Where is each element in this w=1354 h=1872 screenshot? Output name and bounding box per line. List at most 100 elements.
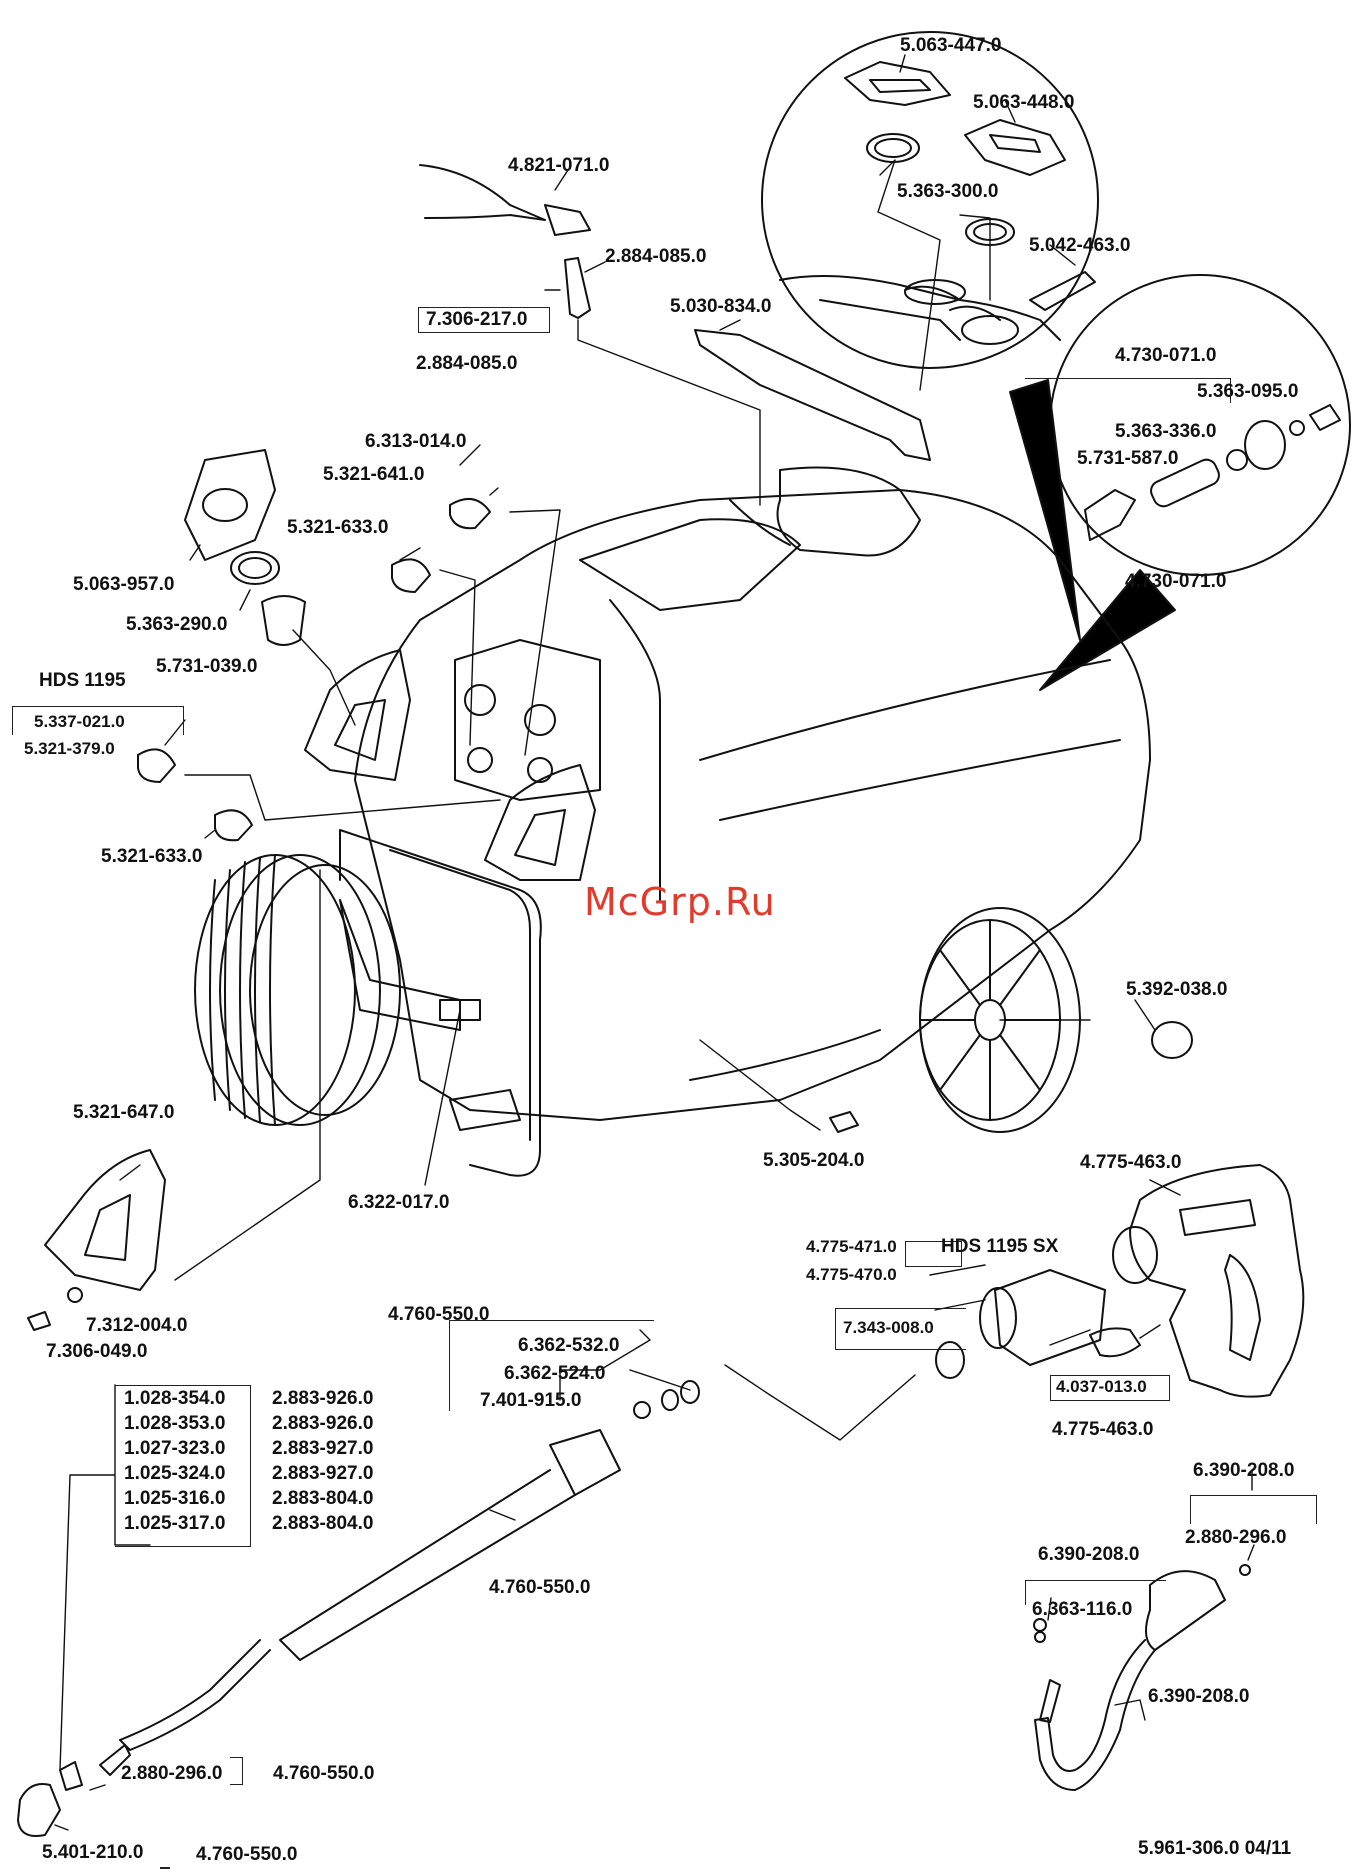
clip-5042463 xyxy=(1029,271,1096,311)
nozzle-insert-number: 2.883-804.0 xyxy=(272,1513,374,1534)
detail-pointer-top xyxy=(1009,379,1081,641)
label-5321633a: 5.321-633.0 xyxy=(287,517,389,538)
leader-lines xyxy=(54,54,1255,1831)
label-4730071b: 4.730-071.0 xyxy=(1125,571,1227,592)
nozzle-part-number: 1.025-316.0 xyxy=(124,1488,226,1509)
bracket-7306217 xyxy=(418,307,550,333)
ring-5363290 xyxy=(230,551,280,585)
nozzle-guard-4775470 xyxy=(979,1269,1106,1366)
label-2884085b: 2.884-085.0 xyxy=(416,353,518,374)
cover-5321647 xyxy=(44,1149,166,1291)
bracket-4037013 xyxy=(1050,1375,1170,1401)
bracket-5401210 xyxy=(160,1867,170,1869)
handle-left xyxy=(304,649,411,781)
oring-6362524 xyxy=(661,1389,679,1411)
bracket-2880296 xyxy=(230,1757,243,1785)
lance-4760550 xyxy=(99,1429,621,1776)
bracket-7343008 xyxy=(835,1308,966,1350)
nozzle-insert-number: 2.883-927.0 xyxy=(272,1463,374,1484)
label-7401915: 7.401-915.0 xyxy=(480,1390,582,1411)
label-2884085a: 2.884-085.0 xyxy=(605,246,707,267)
connector-4730071 xyxy=(1084,489,1136,541)
label-7312004: 7.312-004.0 xyxy=(86,1315,188,1336)
cover-5321633a xyxy=(391,558,431,593)
nut-5363095 xyxy=(1244,420,1286,470)
nozzle-insert-number: 2.883-927.0 xyxy=(272,1438,374,1459)
nozzle-part-number: 1.028-353.0 xyxy=(124,1413,226,1434)
washer-7312004 xyxy=(67,1287,83,1303)
label-5063447: 5.063-447.0 xyxy=(900,35,1002,56)
label-5063957: 5.063-957.0 xyxy=(73,574,175,595)
label-6362532: 6.362-532.0 xyxy=(518,1335,620,1356)
label-4821071: 4.821-071.0 xyxy=(508,155,610,176)
cover-5321641 xyxy=(449,497,491,530)
label-6362524: 6.362-524.0 xyxy=(504,1363,606,1384)
ring-7343008 xyxy=(935,1341,965,1379)
spray-gun xyxy=(1112,1164,1305,1398)
screw-5305204 xyxy=(829,1111,859,1133)
nozzle-holder xyxy=(59,1761,83,1791)
detail-circle-top xyxy=(761,31,1099,369)
bracket-6390208a xyxy=(1025,1580,1166,1605)
oring-6362532 xyxy=(680,1380,700,1404)
bracket-hds1195 xyxy=(12,706,184,735)
label-5363300: 5.363-300.0 xyxy=(897,181,999,202)
label-5063448: 5.063-448.0 xyxy=(973,92,1075,113)
oring-7401915 xyxy=(633,1401,651,1419)
oring-5363336 xyxy=(1226,449,1248,471)
cap-5392038 xyxy=(1151,1021,1193,1059)
bracket-4730071 xyxy=(1025,378,1231,403)
label-5321641: 5.321-641.0 xyxy=(323,464,425,485)
label-hds1195sx: HDS 1195 SX xyxy=(941,1236,1059,1257)
hose-reel xyxy=(194,854,481,1126)
label-4775470: 4.775-470.0 xyxy=(806,1265,897,1284)
label-4760550b: 4.760-550.0 xyxy=(489,1577,591,1598)
footer-doc-number: 5.961-306.0 04/11 xyxy=(1138,1838,1292,1859)
label-6390208c: 6.390-208.0 xyxy=(1148,1686,1250,1707)
label-4760550c: 4.760-550.0 xyxy=(273,1763,375,1784)
cap-5063447 xyxy=(844,61,951,106)
label-5337021: 5.337-021.0 xyxy=(34,712,125,731)
cover-5321379 xyxy=(137,748,176,783)
label-5363290: 5.363-290.0 xyxy=(126,614,228,635)
label-5363095: 5.363-095.0 xyxy=(1197,381,1299,402)
label-5321633b: 5.321-633.0 xyxy=(101,846,203,867)
clip-4037013 xyxy=(1089,1327,1141,1358)
label-4037013: 4.037-013.0 xyxy=(1056,1377,1147,1396)
filter-5731587 xyxy=(1150,458,1220,508)
label-4775463a: 4.775-463.0 xyxy=(1080,1152,1182,1173)
label-4730071a: 4.730-071.0 xyxy=(1115,345,1217,366)
frame xyxy=(339,829,542,1177)
detail-pointer-right xyxy=(1039,569,1176,691)
label-2880296a: 2.880-296.0 xyxy=(121,1763,223,1784)
label-hds1195: HDS 1195 xyxy=(39,670,126,691)
label-6313014: 6.313-014.0 xyxy=(365,431,467,452)
label-5401210: 5.401-210.0 xyxy=(42,1842,144,1863)
nozzle-part-number: 1.025-324.0 xyxy=(124,1463,226,1484)
handle-right xyxy=(484,764,596,881)
angled-lance-6390208 xyxy=(1033,1564,1251,1791)
label-5321379: 5.321-379.0 xyxy=(24,739,115,758)
nozzle-part-number: 1.025-317.0 xyxy=(124,1513,226,1534)
label-5731039: 5.731-039.0 xyxy=(156,656,258,677)
label-6390208a: 6.390-208.0 xyxy=(1193,1460,1295,1481)
label-4760550a: 4.760-550.0 xyxy=(388,1304,490,1325)
nozzle-insert-number: 2.883-804.0 xyxy=(272,1488,374,1509)
label-7343008: 7.343-008.0 xyxy=(843,1318,934,1337)
bracket-4775471 xyxy=(905,1241,962,1267)
bracket-4760550 xyxy=(449,1320,654,1411)
cap-5063448 xyxy=(964,119,1066,176)
label-5731587: 5.731-587.0 xyxy=(1077,448,1179,469)
label-5392038: 5.392-038.0 xyxy=(1126,979,1228,1000)
label-4775471: 4.775-471.0 xyxy=(806,1237,897,1256)
label-5042463: 5.042-463.0 xyxy=(1029,235,1131,256)
label-6390208b: 6.390-208.0 xyxy=(1038,1544,1140,1565)
nozzle-insert-number: 2.883-926.0 xyxy=(272,1413,374,1434)
label-5363336: 5.363-336.0 xyxy=(1115,421,1217,442)
switch-2884085 xyxy=(564,257,591,319)
label-5030834: 5.030-834.0 xyxy=(670,296,772,317)
watermark: McGrp.Ru xyxy=(584,880,776,924)
label-2880296b: 2.880-296.0 xyxy=(1185,1527,1287,1548)
cover-5321633b xyxy=(214,809,253,842)
label-7306217: 7.306-217.0 xyxy=(426,309,528,330)
